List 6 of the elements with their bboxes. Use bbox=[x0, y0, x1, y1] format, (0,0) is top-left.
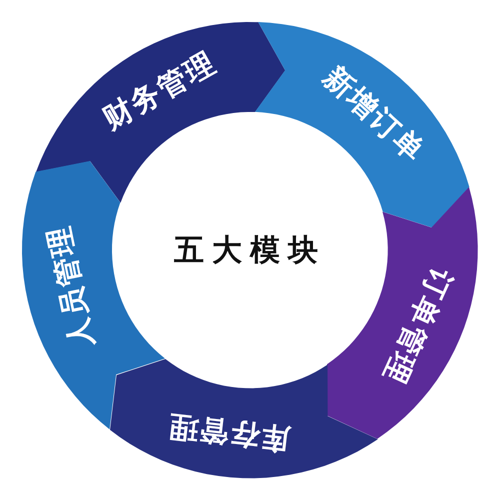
segment-label: 订单管理 bbox=[375, 262, 460, 391]
segment-label: 财务管理 bbox=[96, 44, 223, 138]
segment-label: 库存管理 bbox=[165, 408, 294, 459]
center-title: 五大模块 bbox=[174, 232, 326, 270]
segment-label: 新增订单 bbox=[316, 58, 432, 171]
segment-label: 人员管理 bbox=[40, 222, 100, 352]
